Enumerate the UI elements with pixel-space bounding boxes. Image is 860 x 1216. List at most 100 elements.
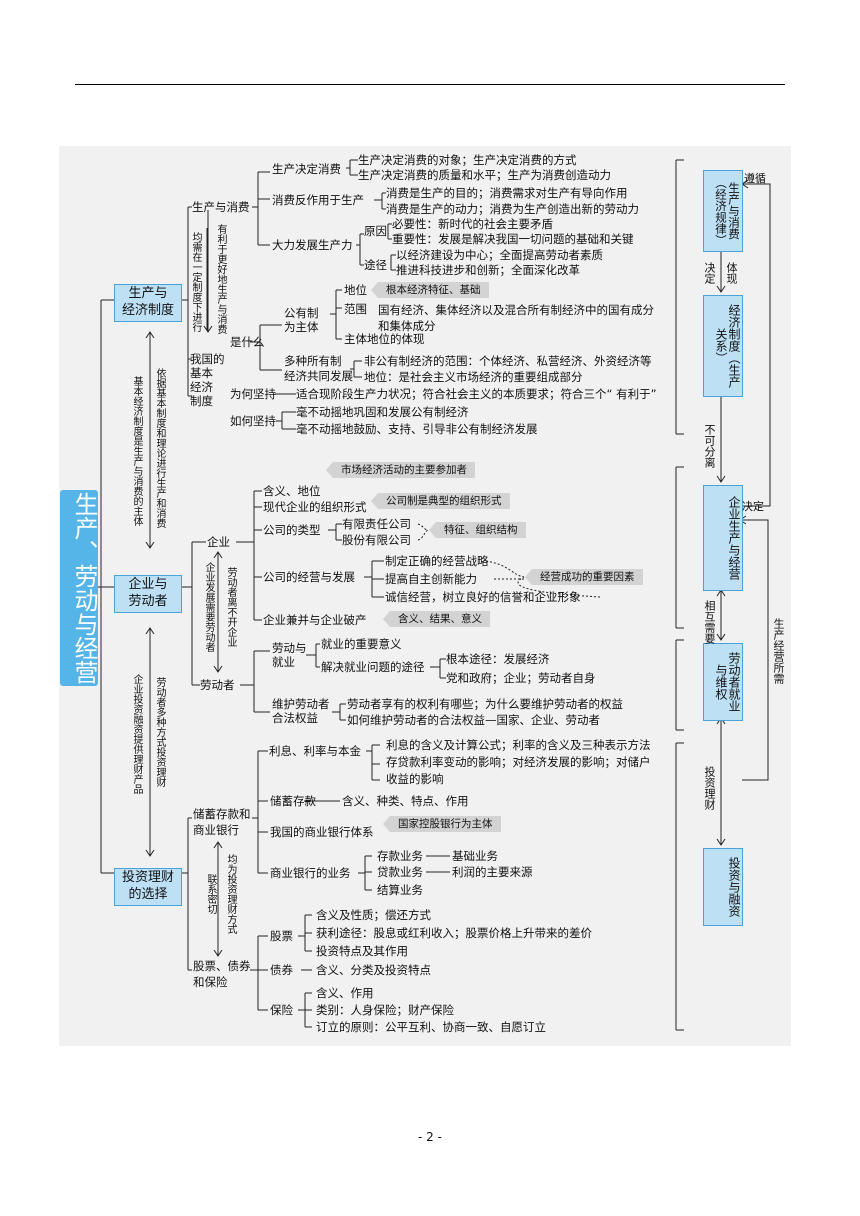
meaning-status-note: 市场经济活动的主要参加者: [326, 462, 475, 478]
operation-2: 提高自主创新能力: [385, 572, 477, 586]
right-box-investment: 投资与融资: [703, 848, 743, 926]
label-mutual-need: 相互需要: [703, 600, 716, 644]
mid-link-3a: 联系密切: [205, 874, 216, 914]
mid-link-1a: 均需在一定制度下进行: [190, 232, 201, 332]
approach: 途径: [364, 258, 387, 272]
protect-rights-2: 如何维护劳动者的合法权益—国家、企业、劳动者: [347, 713, 600, 727]
loan-business-desc: 利润的主要来源: [452, 865, 533, 879]
stocks: 股票: [270, 929, 293, 943]
consumption-reacts-2: 消费是生产的动力；消费为生产创造出新的劳动力: [386, 202, 639, 216]
stocks-2: 获利途径：股息或红利收入；股票价格上升带来的差价: [316, 926, 592, 940]
employment-significance: 就业的重要意义: [321, 637, 402, 651]
protect-rights: 维护劳动者 合法权益: [272, 697, 330, 725]
interest-1: 利息的含义及计算公式；利率的含义及三种表示方法: [386, 738, 651, 752]
bank-system-note: 国家控股银行为主体: [383, 816, 501, 832]
production-determines: 生产决定消费: [272, 162, 341, 176]
merger-bankruptcy: 企业兼并与企业破产: [263, 613, 367, 627]
main-status-embodiment: 主体地位的体现: [344, 332, 425, 346]
scope-text: 国有经济、集体经济以及混合所有制经济中的国有成分 和集体成分: [378, 303, 654, 333]
enterprise: 企业: [207, 535, 230, 549]
company-type-2: 股份有限公司: [342, 533, 411, 547]
main-title: 生产、劳动与经营: [60, 490, 98, 686]
interest-2: 存贷款利率变动的影响；对经济发展的影响；对储户: [386, 755, 651, 769]
header-rule: [75, 84, 785, 85]
production-consumption: 生产与消费: [192, 200, 250, 214]
interest-3: 收益的影响: [386, 772, 444, 786]
company-operation: 公司的经营与发展: [263, 570, 355, 584]
why-adhere-text: 适合现阶段生产力状况；符合社会主义的本质要求；符合三个“ 有利于”: [296, 387, 657, 401]
right-box-economic-system: 经济制度（生产关系）: [703, 295, 743, 397]
mid-link-2b: 劳动者离不开企业: [225, 567, 236, 647]
modern-enterprise-form: 现代企业的组织形式: [263, 500, 367, 514]
company-type-note: 特征、组织结构: [429, 522, 526, 538]
right-box-production-consumption: 生产与消费（经济规律）: [703, 170, 743, 252]
settlement-business: 结算业务: [377, 883, 423, 897]
deposit-business: 存款业务: [377, 849, 423, 863]
production-determines-2: 生产决定消费的质量和水平；生产为消费创造动力: [358, 168, 611, 182]
page-number: - 2 -: [418, 1130, 442, 1144]
employment-ways: 解决就业问题的途径: [321, 660, 425, 674]
operation-note: 经营成功的重要因素: [525, 569, 643, 585]
deposit-business-desc: 基础业务: [452, 849, 498, 863]
non-public-1: 非公有制经济的范围：个体经济、私营经济、外资经济等: [364, 354, 652, 368]
mid-link-2a: 企业发展需要劳动者: [203, 562, 214, 652]
savings-banks: 储蓄存款和 商业银行: [193, 807, 251, 837]
operation-1: 制定正确的经营战略: [385, 554, 489, 568]
company-types: 公司的类型: [263, 523, 321, 537]
reason: 原因: [364, 224, 387, 238]
how-adhere-1: 毫不动摇地巩固和发展公有制经济: [296, 405, 469, 419]
reason-2: 重要性：发展是解决我国一切问题的基础和关键: [392, 232, 634, 246]
section-enterprise-labor: 企业与 劳动者: [114, 575, 182, 613]
label-invest: 投资理财: [703, 766, 716, 810]
insurance-2: 类别：人身保险；财产保险: [316, 1003, 454, 1017]
how-adhere-2: 毫不动摇地鼓励、支持、引导非公有制经济发展: [296, 422, 538, 436]
bank-system: 我国的商业银行体系: [270, 825, 374, 839]
stocks-bonds-insurance: 股票、债券 和保险: [193, 959, 251, 989]
status-note: 根本经济特征、基础: [371, 282, 489, 298]
modern-enterprise-note: 公司制是典型的组织形式: [371, 493, 510, 509]
bonds-1: 含义、分类及投资特点: [316, 963, 431, 977]
right-box-labor: 劳动者就业与维权: [703, 643, 743, 721]
consumption-reacts: 消费反作用于生产: [272, 193, 364, 207]
operation-3: 诚信经营，树立良好的信誉和企业形象: [385, 590, 581, 604]
labor-employment: 劳动与 就业: [272, 641, 307, 669]
employment-way-1: 根本途径：发展经济: [446, 652, 550, 666]
basic-economic-system: 我国的 基本 经济 制度: [190, 352, 225, 408]
merger-note: 含义、结果、意义: [383, 611, 490, 627]
label-embody: 体现: [725, 262, 738, 284]
consumption-reacts-1: 消费是生产的目的；消费需求对生产有导向作用: [386, 186, 628, 200]
left-link-1b: 依据基本制度和理论进行生产和消费: [154, 368, 165, 528]
insurance-3: 订立的原则：公平互利、协商一致、自愿订立: [316, 1020, 546, 1034]
public-ownership-main: 公有制 为主体: [284, 306, 319, 334]
reason-1: 必要性：新时代的社会主要矛盾: [392, 217, 553, 231]
label-decide-1: 决定: [703, 262, 716, 284]
why-adhere: 为何坚持: [230, 387, 276, 401]
left-link-1a: 基本经济制度是生产与消费的主体: [131, 376, 142, 526]
label-inseparable: 不可分离: [703, 424, 716, 468]
section-investment: 投资理财 的选择: [114, 868, 182, 906]
approach-2: 推进科技进步和创新；全面深化改革: [396, 263, 580, 277]
scope: 范围: [344, 302, 367, 316]
company-type-1: 有限责任公司: [342, 517, 411, 531]
label-needed: 生产经营所需: [772, 618, 785, 684]
interest-rate-principal: 利息、利率与本金: [269, 744, 361, 758]
label-decide-2: 决定: [742, 500, 764, 513]
production-determines-1: 生产决定消费的对象；生产决定消费的方式: [358, 153, 577, 167]
develop-productivity: 大力发展生产力: [272, 238, 353, 252]
insurance-1: 含义、作用: [316, 986, 374, 1000]
protect-rights-1: 劳动者享有的权利有哪些；为什么要维护劳动者的权益: [347, 697, 623, 711]
section-production-economic-system: 生产与 经济制度: [114, 284, 182, 322]
multiple-ownership: 多种所有制 经济共同发展: [284, 354, 353, 383]
non-public-2: 地位：是社会主义市场经济的重要组成部分: [364, 370, 583, 384]
status: 地位: [344, 283, 367, 297]
right-box-enterprise: 企业生产与经营: [703, 485, 743, 591]
label-follow: 遵循: [744, 172, 766, 185]
mid-link-1b: 有利于更好地生产与消费: [215, 224, 226, 334]
loan-business: 贷款业务: [377, 865, 423, 879]
stocks-1: 含义及性质；偿还方式: [316, 908, 431, 922]
what-is: 是什么: [230, 335, 265, 349]
bank-business: 商业银行的业务: [270, 866, 351, 880]
employment-way-2: 党和政府；企业；劳动者自身: [446, 671, 596, 685]
left-link-2a: 企业投资融资提供理财产品: [131, 674, 142, 794]
